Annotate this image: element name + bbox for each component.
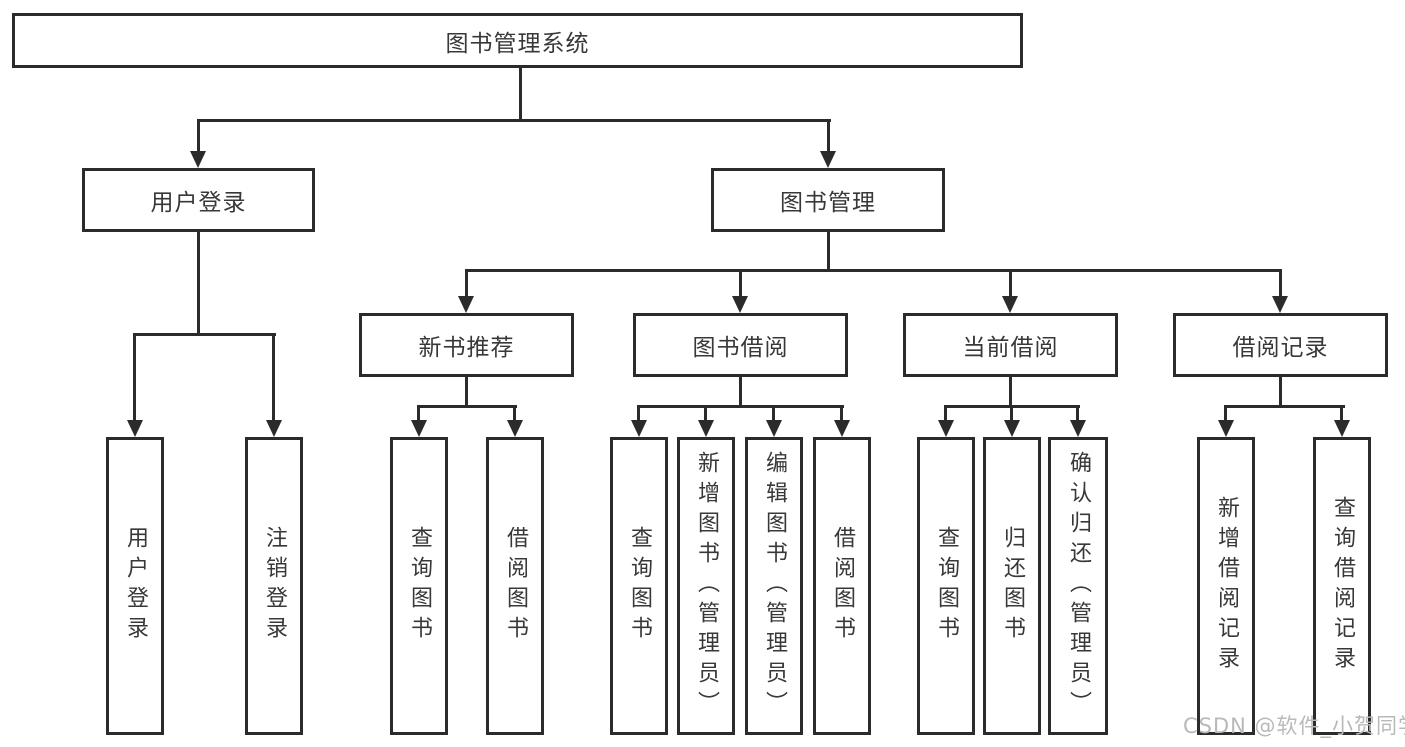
leaf-edit-books-admin-label: 编辑图书（管理员） xyxy=(762,451,787,721)
node-book-management: 图书管理 xyxy=(711,168,945,232)
leaf-edit-books-admin: 编辑图书（管理员） xyxy=(745,437,803,735)
connector-line xyxy=(417,405,517,408)
node-borrowing-records: 借阅记录 xyxy=(1173,313,1388,377)
leaf-confirm-return-admin: 确认归还（管理员） xyxy=(1048,437,1108,735)
leaf-recommend-borrow-books: 借阅图书 xyxy=(486,437,544,735)
connector-line xyxy=(637,405,844,408)
arrowhead-down-icon xyxy=(820,151,836,168)
node-new-book-recommend: 新书推荐 xyxy=(359,313,574,377)
arrowhead-down-icon xyxy=(458,296,474,313)
leaf-user-login-label: 用户登录 xyxy=(123,526,148,646)
connector-line xyxy=(1009,377,1012,408)
leaf-borrowing-borrow-books: 借阅图书 xyxy=(813,437,871,735)
leaf-recommend-query-books-label: 查询图书 xyxy=(407,526,432,646)
arrowhead-down-icon xyxy=(938,420,954,437)
arrowhead-down-icon xyxy=(190,151,206,168)
leaf-current-query-books-label: 查询图书 xyxy=(934,526,959,646)
connector-line xyxy=(840,406,843,422)
node-user-login-label: 用户登录 xyxy=(150,190,247,216)
leaf-borrowing-query-books-label: 查询图书 xyxy=(627,526,652,646)
node-borrowing-records-label: 借阅记录 xyxy=(1232,335,1329,361)
node-user-login: 用户登录 xyxy=(82,168,315,232)
leaf-query-borrow-record: 查询借阅记录 xyxy=(1313,437,1371,735)
arrowhead-down-icon xyxy=(1272,296,1288,313)
connector-line xyxy=(827,232,830,272)
node-current-borrowing-label: 当前借阅 xyxy=(962,335,1059,361)
connector-line xyxy=(1279,377,1282,408)
leaf-recommend-borrow-books-label: 借阅图书 xyxy=(503,526,528,646)
arrowhead-down-icon xyxy=(698,420,714,437)
leaf-confirm-return-admin-label: 确认归还（管理员） xyxy=(1066,451,1091,721)
leaf-borrowing-query-books: 查询图书 xyxy=(610,437,668,735)
connector-line xyxy=(704,406,707,422)
node-book-borrowing: 图书借阅 xyxy=(633,313,848,377)
arrowhead-down-icon xyxy=(1070,420,1086,437)
connector-line xyxy=(197,119,831,122)
leaf-return-books: 归还图书 xyxy=(983,437,1041,735)
leaf-add-borrow-record-label: 新增借阅记录 xyxy=(1214,496,1239,676)
connector-line xyxy=(133,333,276,336)
arrowhead-down-icon xyxy=(766,420,782,437)
connector-line xyxy=(1076,406,1079,422)
leaf-user-login: 用户登录 xyxy=(106,437,164,735)
node-book-borrowing-label: 图书借阅 xyxy=(692,335,789,361)
leaf-return-books-label: 归还图书 xyxy=(1000,526,1025,646)
leaf-current-query-books: 查询图书 xyxy=(917,437,975,735)
leaf-recommend-query-books: 查询图书 xyxy=(390,437,448,735)
arrowhead-down-icon xyxy=(127,420,143,437)
connector-line xyxy=(465,269,1282,272)
arrowhead-down-icon xyxy=(266,420,282,437)
connector-line xyxy=(465,270,468,298)
csdn-watermark: CSDN @软件_小贺同学 xyxy=(1183,714,1405,738)
connector-line xyxy=(465,377,468,408)
leaf-borrowing-borrow-books-label: 借阅图书 xyxy=(830,526,855,646)
connector-line xyxy=(1340,406,1343,422)
node-book-management-label: 图书管理 xyxy=(780,190,876,216)
arrowhead-down-icon xyxy=(1002,296,1018,313)
connector-line xyxy=(417,406,420,422)
connector-line xyxy=(827,120,830,153)
arrowhead-down-icon xyxy=(1334,420,1350,437)
node-root-label: 图书管理系统 xyxy=(445,30,590,57)
connector-line xyxy=(513,406,516,422)
connector-line xyxy=(772,406,775,422)
connector-line xyxy=(637,406,640,422)
connector-line xyxy=(1009,270,1012,298)
arrowhead-down-icon xyxy=(631,420,647,437)
connector-line xyxy=(197,120,200,153)
connector-line xyxy=(272,334,275,422)
connector-line xyxy=(519,68,522,120)
node-new-book-recommend-label: 新书推荐 xyxy=(418,335,515,361)
connector-line xyxy=(1279,270,1282,298)
connector-line xyxy=(1224,405,1345,408)
arrowhead-down-icon xyxy=(507,420,523,437)
connector-line xyxy=(133,334,136,422)
arrowhead-down-icon xyxy=(1004,420,1020,437)
leaf-logout-label: 注销登录 xyxy=(262,526,287,646)
arrowhead-down-icon xyxy=(411,420,427,437)
connector-line xyxy=(739,270,742,298)
leaf-logout: 注销登录 xyxy=(245,437,303,735)
connector-line xyxy=(197,232,200,335)
connector-line xyxy=(1010,406,1013,422)
connector-line xyxy=(944,406,947,422)
arrowhead-down-icon xyxy=(1218,420,1234,437)
arrowhead-down-icon xyxy=(732,296,748,313)
leaf-add-borrow-record: 新增借阅记录 xyxy=(1197,437,1255,735)
node-current-borrowing: 当前借阅 xyxy=(903,313,1118,377)
connector-line xyxy=(1224,406,1227,422)
arrowhead-down-icon xyxy=(834,420,850,437)
connector-line xyxy=(739,377,742,408)
node-root: 图书管理系统 xyxy=(12,13,1023,68)
leaf-add-books-admin-label: 新增图书（管理员） xyxy=(694,451,719,721)
leaf-query-borrow-record-label: 查询借阅记录 xyxy=(1330,496,1355,676)
leaf-add-books-admin: 新增图书（管理员） xyxy=(677,437,735,735)
